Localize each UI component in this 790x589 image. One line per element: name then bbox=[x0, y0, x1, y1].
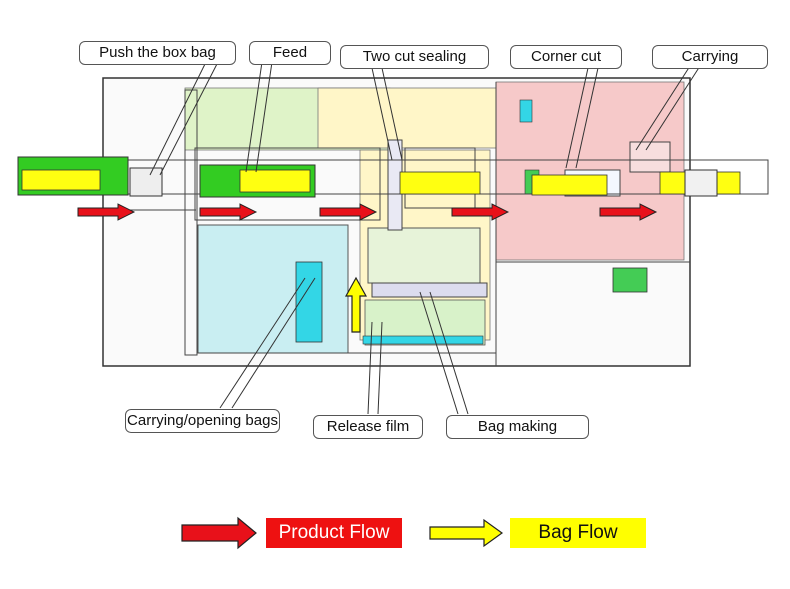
cyan-block bbox=[519, 99, 533, 123]
sealing-zone-top bbox=[317, 87, 499, 149]
bag-opening-zone bbox=[197, 224, 349, 354]
leader-release-film bbox=[367, 321, 373, 415]
product-flow-arrow-4 bbox=[451, 203, 510, 221]
product-flow-arrows bbox=[77, 203, 658, 221]
label-two-cut-sealing: Two cut sealing bbox=[340, 45, 489, 69]
feed-product-yellow bbox=[239, 169, 311, 193]
legend-product-flow-label: Product Flow bbox=[266, 518, 402, 548]
leader-two-cut bbox=[371, 67, 393, 161]
inner-frame-center bbox=[194, 147, 381, 221]
label-feed: Feed bbox=[249, 41, 331, 65]
label-release-film: Release film bbox=[313, 415, 423, 439]
cyan-part bbox=[295, 261, 323, 343]
outfeed-box bbox=[684, 169, 718, 197]
label-carrying: Carrying bbox=[652, 45, 768, 69]
leader-feed bbox=[245, 61, 263, 173]
leader-corner-cut bbox=[565, 67, 589, 169]
leader-push-box-bag bbox=[149, 61, 207, 176]
carrying-arm bbox=[629, 141, 671, 173]
leader-carrying bbox=[635, 65, 691, 151]
leader-corner-cut-2 bbox=[575, 67, 599, 169]
legend-bag-flow-label: Bag Flow bbox=[510, 518, 646, 548]
label-push-the-box-bag: Push the box bag bbox=[79, 41, 236, 65]
pusher-block bbox=[129, 167, 163, 197]
green-motor bbox=[612, 267, 648, 293]
product-flow-arrow-3 bbox=[319, 203, 378, 221]
bag-flow-arrow-up bbox=[344, 276, 368, 333]
leader-two-cut-2 bbox=[381, 67, 403, 161]
leader-bag-making bbox=[419, 291, 459, 415]
corner-product-yellow bbox=[531, 174, 608, 196]
bag-frame bbox=[371, 282, 488, 298]
callout-leaders bbox=[149, 61, 701, 415]
sealing-product-yellow bbox=[399, 171, 481, 195]
leader-feed-2 bbox=[255, 61, 273, 173]
infeed-product-yellow bbox=[21, 169, 101, 191]
label-bag-making: Bag making bbox=[446, 415, 589, 439]
leader-release-film-2 bbox=[377, 321, 383, 415]
legend-bag-arrow bbox=[429, 518, 504, 548]
inner-frame-left bbox=[184, 89, 198, 356]
leader-push-box-bag-2 bbox=[159, 61, 219, 176]
product-flow-arrow-2 bbox=[199, 203, 258, 221]
product-flow-arrow-1 bbox=[77, 203, 136, 221]
leader-opening-bags-2 bbox=[231, 277, 316, 409]
leader-opening-bags bbox=[219, 277, 306, 409]
cyan-film-roll bbox=[362, 335, 484, 345]
label-corner-cut: Corner cut bbox=[510, 45, 622, 69]
legend-product-arrow bbox=[181, 516, 257, 550]
bag-making-zone bbox=[367, 227, 481, 284]
leader-bag-making-2 bbox=[429, 291, 469, 415]
product-flow-arrow-5 bbox=[599, 203, 658, 221]
leader-carrying-2 bbox=[645, 65, 701, 151]
label-carrying-opening-bags: Carrying/opening bags bbox=[125, 409, 280, 433]
